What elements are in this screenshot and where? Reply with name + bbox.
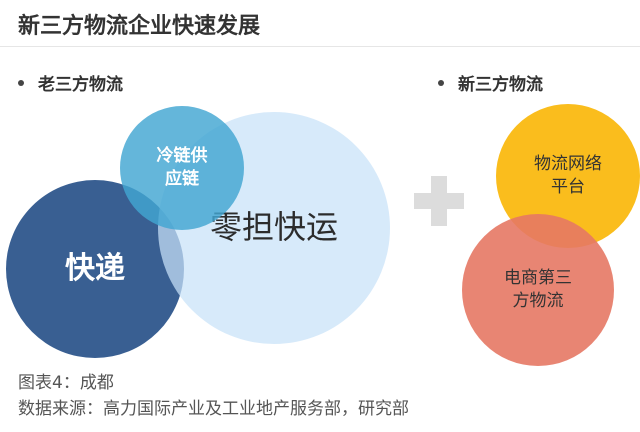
bullet-old-3pl: 老三方物流 [18, 70, 123, 95]
circle-ecommerce-3pl-label: 电商第三 方物流 [504, 267, 572, 313]
circle-cold-chain-line1: 冷链供 [156, 146, 208, 167]
circle-logistics-network-line2: 平台 [551, 177, 585, 197]
circle-ltl-freight-label: 零担快运 [209, 208, 338, 247]
circle-logistics-network-line1: 物流网络 [534, 154, 602, 175]
bullet-label-new-3pl: 新三方物流 [458, 75, 543, 95]
circle-cold-chain-line2: 应链 [165, 169, 199, 189]
circle-cold-chain-label: 冷链供 应链 [157, 145, 208, 191]
figure-caption: 图表4：成都 [18, 373, 114, 393]
title-divider [0, 46, 640, 47]
bullet-dot-icon [18, 79, 24, 86]
bullet-label-old-3pl: 老三方物流 [38, 75, 123, 95]
bullet-dot-icon [438, 79, 444, 86]
plus-icon-vertical [431, 176, 447, 226]
bullet-new-3pl: 新三方物流 [438, 70, 543, 95]
circle-ecommerce-3pl: 电商第三 方物流 [462, 214, 614, 366]
circle-cold-chain: 冷链供 应链 [120, 106, 244, 230]
circle-ecommerce-3pl-line1: 电商第三 [504, 268, 572, 289]
page-title: 新三方物流企业快速发展 [18, 14, 261, 39]
circle-logistics-network-label: 物流网络 平台 [534, 153, 602, 199]
source-caption: 数据来源：高力国际产业及工业地产服务部，研究部 [18, 399, 409, 419]
circle-ecommerce-3pl-line2: 方物流 [512, 291, 564, 311]
circle-express-label: 快递 [65, 250, 125, 286]
